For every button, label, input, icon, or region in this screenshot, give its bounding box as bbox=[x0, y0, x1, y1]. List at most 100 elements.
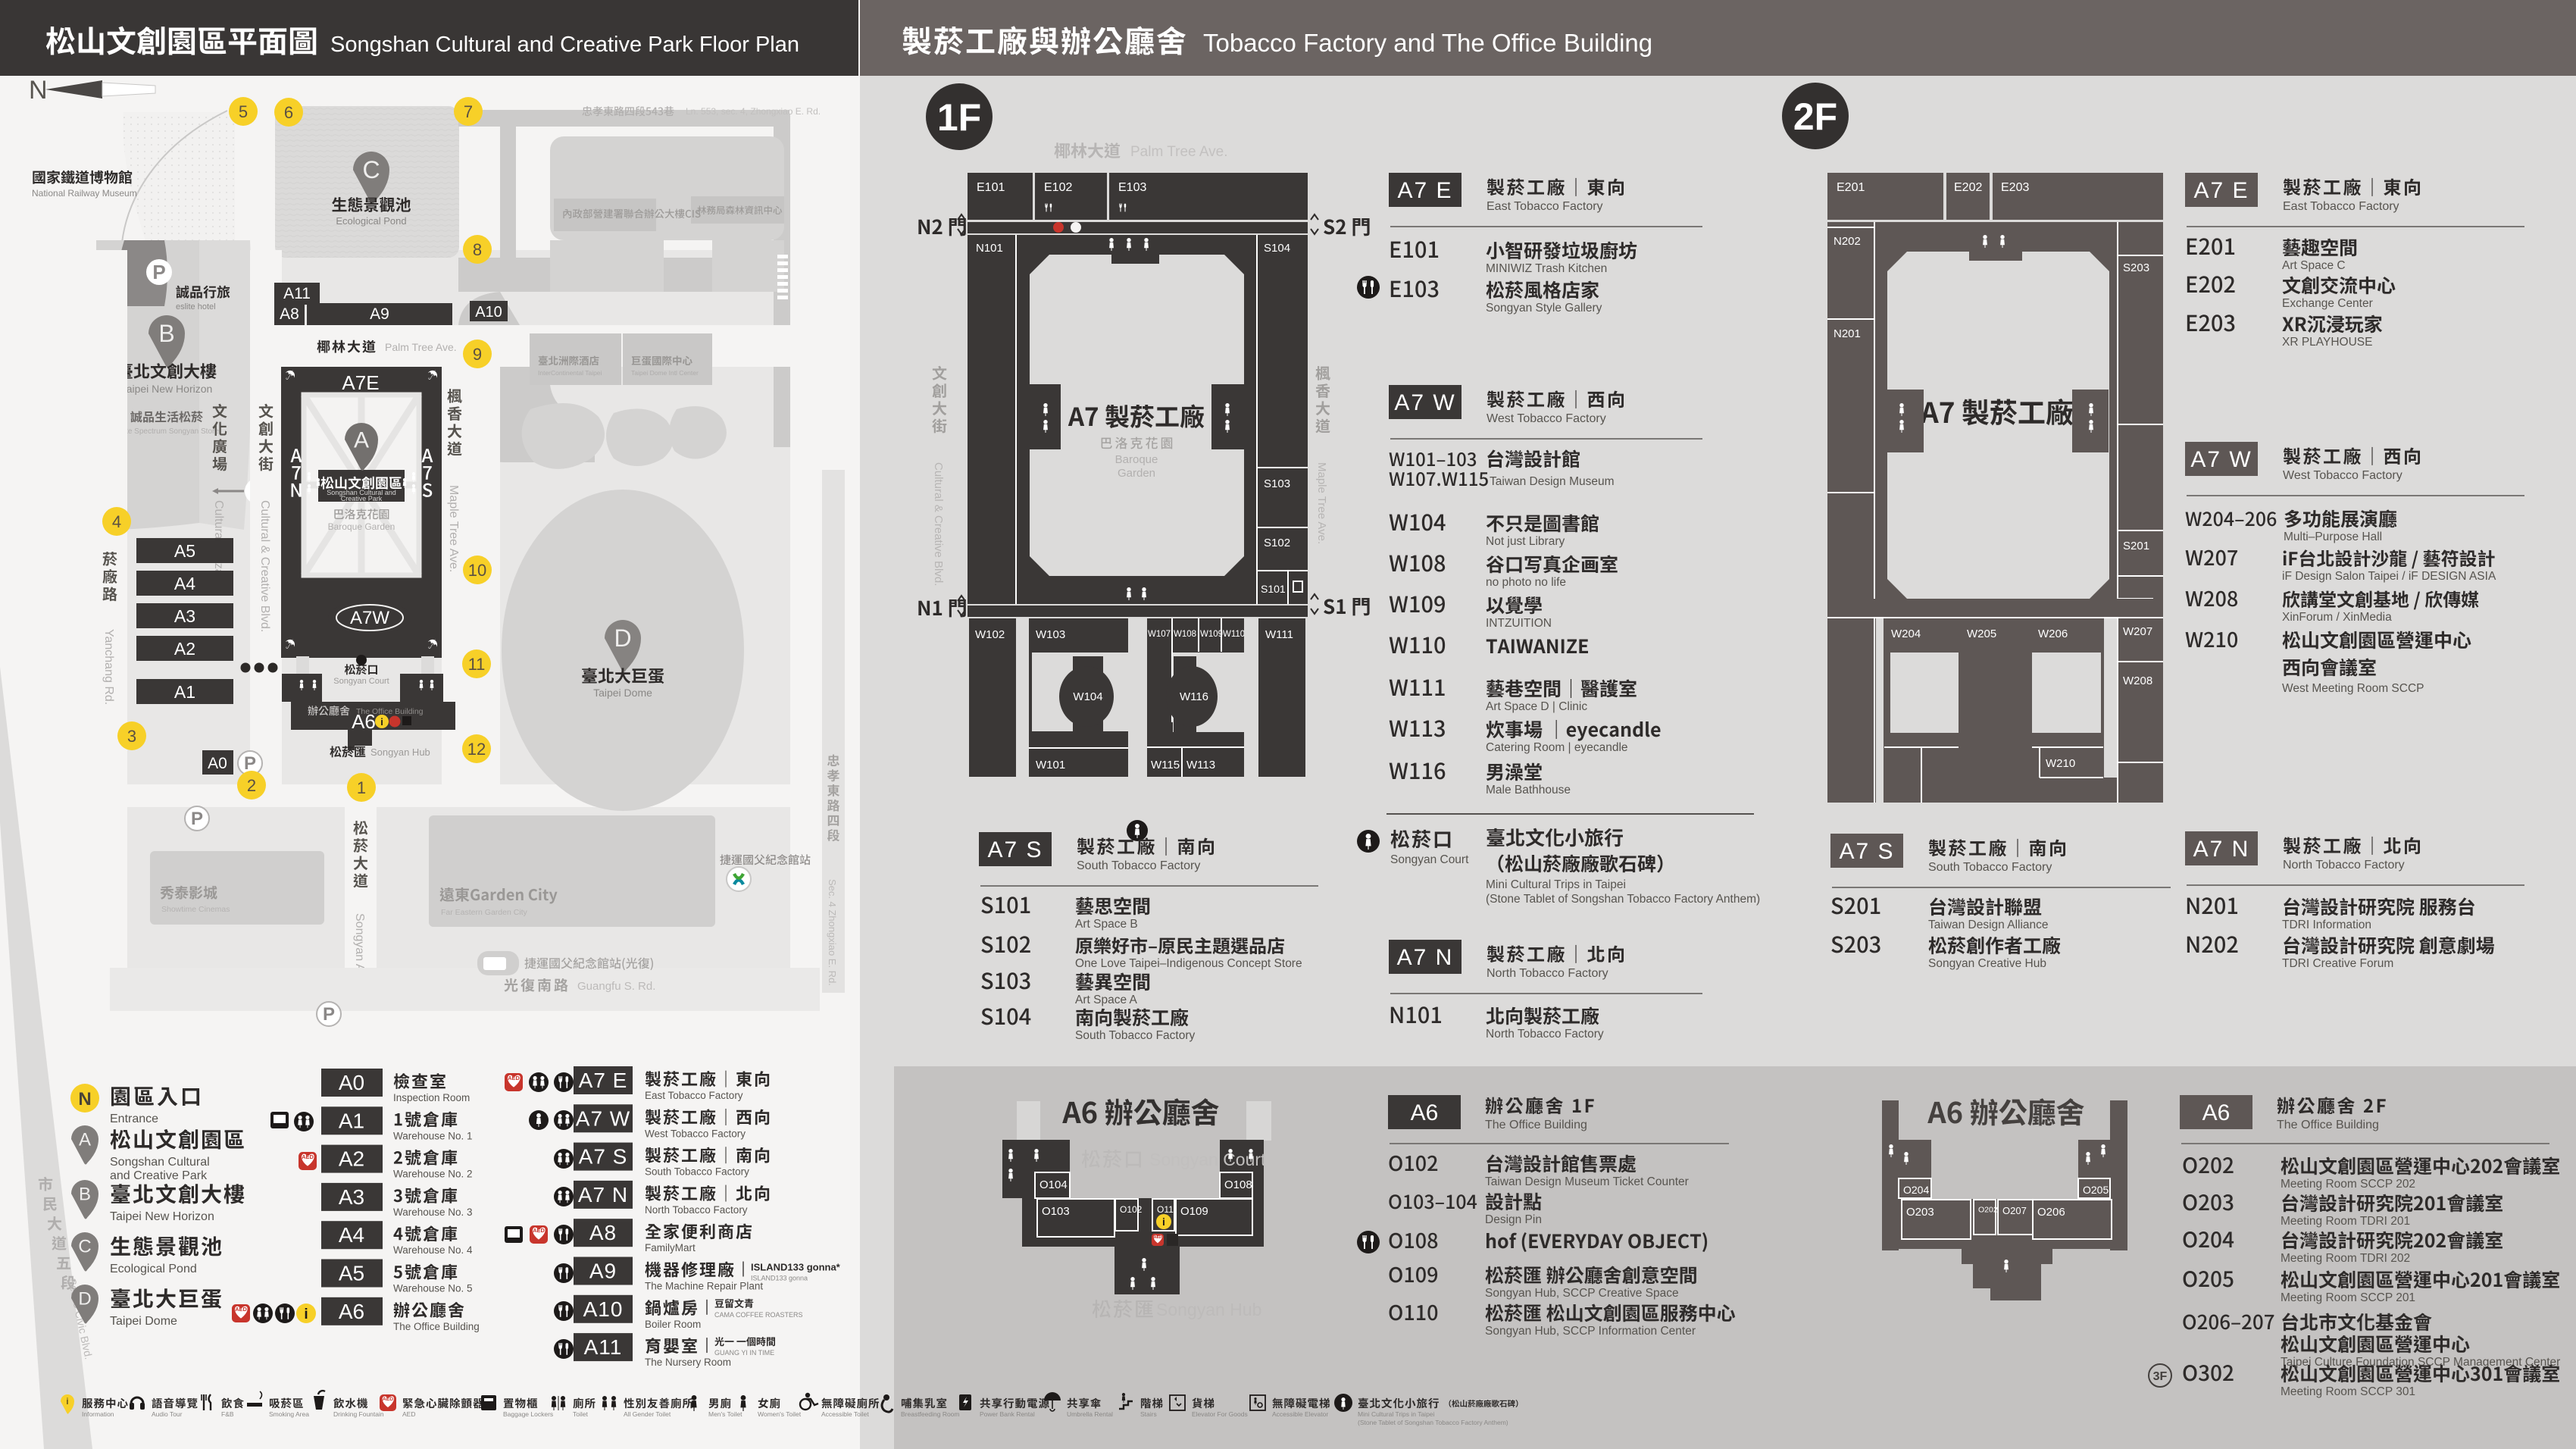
svg-text:AED: AED bbox=[1154, 1235, 1162, 1240]
svg-text:One Love Taipei–Indigenous Con: One Love Taipei–Indigenous Concept Store bbox=[1075, 957, 1302, 970]
svg-text:Far Eastern Garden City: Far Eastern Garden City bbox=[441, 908, 528, 917]
svg-text:A3: A3 bbox=[174, 606, 195, 626]
svg-text:A7 E: A7 E bbox=[579, 1069, 628, 1092]
svg-text:E101: E101 bbox=[977, 181, 1005, 194]
svg-text:no photo no life: no photo no life bbox=[1486, 576, 1566, 589]
svg-text:East Tobacco Factory: East Tobacco Factory bbox=[2283, 200, 2399, 213]
svg-text:East Tobacco Factory: East Tobacco Factory bbox=[645, 1090, 743, 1101]
svg-text:O108: O108 bbox=[1224, 1178, 1252, 1191]
svg-text:Male Bathhouse: Male Bathhouse bbox=[1486, 784, 1571, 796]
svg-text:O110: O110 bbox=[1157, 1204, 1179, 1215]
svg-text:S101: S101 bbox=[1261, 583, 1286, 595]
svg-text:Creative Park: Creative Park bbox=[341, 495, 383, 502]
svg-text:W206: W206 bbox=[2038, 627, 2068, 640]
svg-text:E203: E203 bbox=[2001, 181, 2029, 194]
svg-text:O203: O203 bbox=[1906, 1206, 1934, 1219]
svg-text:Breastfeeding Room: Breastfeeding Room bbox=[901, 1410, 960, 1418]
svg-text:4: 4 bbox=[112, 512, 121, 531]
svg-text:Baroque Garden: Baroque Garden bbox=[328, 521, 395, 532]
svg-text:Yanchang Rd.: Yanchang Rd. bbox=[102, 629, 115, 705]
svg-text:O204: O204 bbox=[1903, 1184, 1929, 1196]
svg-text:Taiwan Design Alliance: Taiwan Design Alliance bbox=[1928, 919, 2049, 931]
svg-text:S102: S102 bbox=[1264, 537, 1290, 549]
svg-text:Songyan Hub, SCCP Creative Spa: Songyan Hub, SCCP Creative Space bbox=[1485, 1287, 1679, 1300]
svg-text:North Tobacco Factory: North Tobacco Factory bbox=[1486, 1028, 1604, 1041]
svg-text:A7 W: A7 W bbox=[2190, 447, 2252, 472]
svg-text:N: N bbox=[78, 1089, 91, 1109]
svg-text:A10: A10 bbox=[475, 304, 502, 321]
svg-text:D: D bbox=[614, 624, 631, 652]
svg-text:A7 N: A7 N bbox=[578, 1183, 628, 1206]
svg-text:8: 8 bbox=[473, 240, 482, 259]
svg-text:CAMA COFFEE ROASTERS: CAMA COFFEE ROASTERS bbox=[714, 1311, 803, 1319]
svg-text:E102: E102 bbox=[1044, 181, 1072, 194]
svg-text:AED: AED bbox=[302, 1153, 314, 1160]
svg-text:A: A bbox=[354, 428, 369, 453]
svg-text:The Office Building: The Office Building bbox=[1485, 1119, 1587, 1131]
svg-text:A7 N: A7 N bbox=[1397, 945, 1454, 970]
svg-text:AED: AED bbox=[402, 1410, 415, 1418]
svg-text:Warehouse No. 5: Warehouse No. 5 bbox=[393, 1283, 473, 1294]
svg-text:South Tobacco Factory: South Tobacco Factory bbox=[645, 1166, 749, 1178]
svg-text:W109: W109 bbox=[1200, 630, 1223, 639]
svg-text:1F: 1F bbox=[937, 96, 981, 139]
svg-text:A7 S: A7 S bbox=[579, 1145, 628, 1169]
svg-text:A4: A4 bbox=[339, 1223, 364, 1247]
svg-text:Meeting Room SCCP 301: Meeting Room SCCP 301 bbox=[2281, 1385, 2415, 1398]
svg-text:Ecological Pond: Ecological Pond bbox=[110, 1263, 197, 1275]
svg-text:A4: A4 bbox=[174, 574, 195, 593]
svg-text:A8: A8 bbox=[280, 305, 299, 323]
svg-text:A11: A11 bbox=[584, 1335, 623, 1359]
svg-text:TDRI Information: TDRI Information bbox=[2282, 919, 2371, 931]
svg-text:W208: W208 bbox=[2123, 674, 2152, 687]
svg-text:Taipei Dome Intl Center: Taipei Dome Intl Center bbox=[631, 369, 699, 377]
svg-text:A8: A8 bbox=[589, 1221, 617, 1244]
svg-text:2: 2 bbox=[247, 776, 256, 795]
svg-text:Sec. 4 Zhongxiao E. Rd.: Sec. 4 Zhongxiao E. Rd. bbox=[827, 879, 838, 986]
svg-text:Audio Tour: Audio Tour bbox=[152, 1410, 183, 1418]
svg-text:A6: A6 bbox=[352, 710, 376, 733]
svg-text:Meeting Room TDRI 202: Meeting Room TDRI 202 bbox=[2281, 1252, 2410, 1265]
svg-text:3: 3 bbox=[127, 727, 136, 746]
svg-text:6: 6 bbox=[284, 103, 293, 122]
svg-text:A7 N: A7 N bbox=[2193, 837, 2250, 862]
svg-text:7: 7 bbox=[464, 102, 473, 121]
svg-text:Multi–Purpose Hall: Multi–Purpose Hall bbox=[2284, 530, 2382, 543]
svg-text:Warehouse No. 3: Warehouse No. 3 bbox=[393, 1206, 473, 1218]
svg-text:1: 1 bbox=[357, 778, 366, 797]
svg-text:AED: AED bbox=[383, 1397, 393, 1402]
svg-text:W210: W210 bbox=[2046, 757, 2075, 770]
svg-text:South Tobacco Factory: South Tobacco Factory bbox=[1928, 861, 2052, 874]
svg-text:Tobacco Factory and The Office: Tobacco Factory and The Office Building bbox=[1203, 29, 1652, 57]
svg-text:O206: O206 bbox=[2037, 1206, 2065, 1219]
svg-text:Songyan Style Gallery: Songyan Style Gallery bbox=[1486, 302, 1602, 315]
svg-text:Showtime Cinemas: Showtime Cinemas bbox=[161, 905, 230, 914]
svg-text:W111: W111 bbox=[1265, 628, 1293, 641]
svg-text:A7 S: A7 S bbox=[987, 837, 1043, 862]
svg-text:Meeting Room TDRI 201: Meeting Room TDRI 201 bbox=[2281, 1215, 2410, 1228]
svg-text:Warehouse No. 1: Warehouse No. 1 bbox=[393, 1130, 473, 1141]
svg-text:FamilyMart: FamilyMart bbox=[645, 1242, 696, 1253]
svg-text:Art Space C: Art Space C bbox=[2282, 259, 2346, 272]
svg-text:W113: W113 bbox=[1186, 759, 1215, 771]
svg-text:W108: W108 bbox=[1174, 630, 1196, 639]
svg-text:Maple Tree Ave.: Maple Tree Ave. bbox=[447, 485, 460, 572]
svg-text:AED: AED bbox=[508, 1075, 520, 1081]
svg-text:Taiwan Design Museum Ticket Co: Taiwan Design Museum Ticket Counter bbox=[1485, 1175, 1689, 1188]
svg-text:Maple Tree Ave.: Maple Tree Ave. bbox=[1315, 462, 1328, 544]
svg-text:Art Space D | Clinic: Art Space D | Clinic bbox=[1486, 700, 1587, 713]
svg-text:3F: 3F bbox=[2153, 1370, 2168, 1383]
svg-text:O207: O207 bbox=[2002, 1205, 2027, 1216]
svg-text:Power Bank Rental: Power Bank Rental bbox=[980, 1410, 1035, 1418]
svg-text:All Gender Toilet: All Gender Toilet bbox=[624, 1410, 671, 1418]
svg-text:A2: A2 bbox=[339, 1147, 364, 1171]
svg-text:South Tobacco Factory: South Tobacco Factory bbox=[1077, 859, 1200, 872]
svg-text:North Tobacco Factory: North Tobacco Factory bbox=[645, 1204, 748, 1216]
svg-text:National Railway Museum: National Railway Museum bbox=[32, 188, 137, 199]
svg-text:A10: A10 bbox=[583, 1297, 624, 1321]
svg-text:A5: A5 bbox=[174, 541, 195, 561]
svg-text:Women's Toilet: Women's Toilet bbox=[758, 1410, 802, 1418]
svg-text:West Tobacco Factory: West Tobacco Factory bbox=[645, 1128, 746, 1139]
svg-text:Taipei Dome: Taipei Dome bbox=[110, 1315, 177, 1328]
svg-text:Ln. 553, sec. 4, Zhongxiao E.: Ln. 553, sec. 4, Zhongxiao E. Rd. bbox=[686, 106, 821, 117]
